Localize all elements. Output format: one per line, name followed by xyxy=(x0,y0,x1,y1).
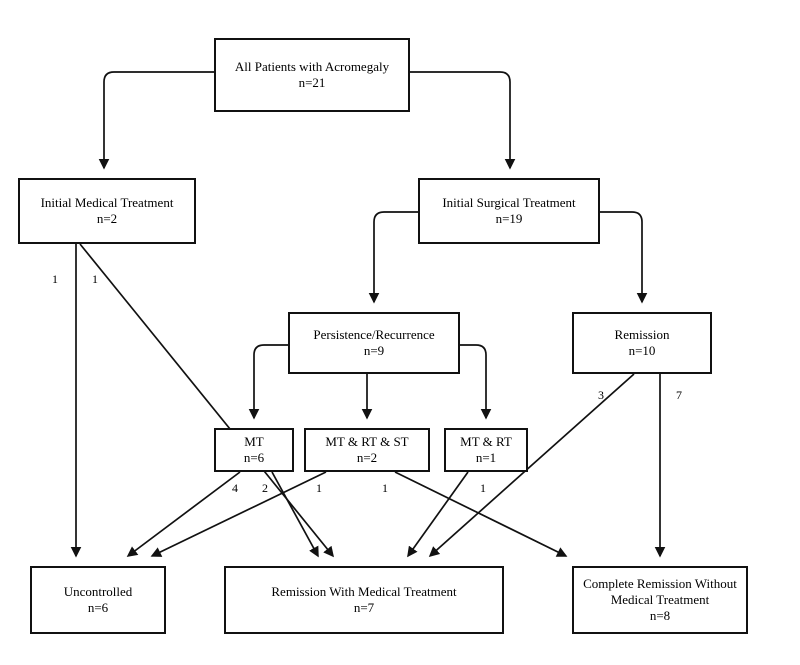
node-label: Remission With Medical Treatment xyxy=(271,583,457,599)
node-label: MT & RT & ST xyxy=(325,433,409,449)
edge-mt-to-remissionmedical xyxy=(271,471,319,558)
node-count: n=7 xyxy=(353,600,375,615)
edge-label-mtrtst-uncontrolled: 1 xyxy=(316,481,322,495)
edge-label-initialmedical-remissionmedical: 1 xyxy=(92,272,98,286)
node-label: Initial Surgical Treatment xyxy=(442,194,576,210)
node-label: MT xyxy=(244,433,264,449)
node-label-line2: Medical Treatment xyxy=(610,591,710,607)
node-complete-remission-without-medical-treatment[interactable]: Complete Remission Without Medical Treat… xyxy=(572,566,748,634)
node-count: n=8 xyxy=(649,608,671,624)
edge-mtrtst-to-completeremission xyxy=(394,471,568,557)
node-count: n=6 xyxy=(87,600,109,615)
node-mt-rt[interactable]: MT & RT n=1 xyxy=(444,428,528,472)
edge-surgical-to-persistence xyxy=(368,211,418,304)
node-uncontrolled[interactable]: Uncontrolled n=6 xyxy=(30,566,166,634)
node-label: Uncontrolled xyxy=(63,583,133,599)
node-count: n=6 xyxy=(243,450,265,465)
node-label: Initial Medical Treatment xyxy=(40,194,174,210)
edge-label-initialmedical-uncontrolled: 1 xyxy=(52,272,58,286)
node-count: n=2 xyxy=(96,211,118,226)
node-count: n=19 xyxy=(495,211,523,226)
edge-mt-to-uncontrolled xyxy=(126,471,241,557)
node-count: n=10 xyxy=(628,343,656,358)
node-persistence-recurrence[interactable]: Persistence/Recurrence n=9 xyxy=(288,312,460,374)
node-label: MT & RT xyxy=(460,433,512,449)
node-count: n=2 xyxy=(356,450,378,465)
node-label: All Patients with Acromegaly xyxy=(234,58,390,74)
node-remission-with-medical-treatment[interactable]: Remission With Medical Treatment n=7 xyxy=(224,566,504,634)
node-initial-medical-treatment[interactable]: Initial Medical Treatment n=2 xyxy=(18,178,196,244)
node-mt-rt-st[interactable]: MT & RT & ST n=2 xyxy=(304,428,430,472)
edge-label-mtrt-remissionmedical: 1 xyxy=(480,481,486,495)
edge-mtrt-to-remissionmedical xyxy=(407,471,469,558)
edge-initialmedical-to-remissionmedical xyxy=(79,243,334,558)
node-label: Persistence/Recurrence xyxy=(313,326,435,342)
edge-all-to-initial-medical xyxy=(98,71,214,170)
edge-surgical-to-remission xyxy=(600,211,648,304)
edge-mtrtst-to-uncontrolled xyxy=(150,471,327,557)
node-mt[interactable]: MT n=6 xyxy=(214,428,294,472)
edge-label-remission-completeremission: 7 xyxy=(676,388,682,402)
edge-label-mt-uncontrolled: 4 xyxy=(232,481,238,495)
edge-all-to-initial-surgical xyxy=(410,71,516,170)
node-all-patients[interactable]: All Patients with Acromegaly n=21 xyxy=(214,38,410,112)
edge-persistence-to-mt xyxy=(248,344,288,420)
node-count: n=9 xyxy=(363,343,385,358)
node-label-line1: Complete Remission Without xyxy=(583,575,737,591)
edge-persistence-to-mtrt xyxy=(460,344,492,420)
edge-label-mtrtst-completeremission: 1 xyxy=(382,481,388,495)
edge-label-mt-remissionmedical: 2 xyxy=(262,481,268,495)
node-remission[interactable]: Remission n=10 xyxy=(572,312,712,374)
node-initial-surgical-treatment[interactable]: Initial Surgical Treatment n=19 xyxy=(418,178,600,244)
node-count: n=21 xyxy=(298,75,326,90)
edge-label-remission-remissionmedical: 3 xyxy=(598,388,604,402)
edge-remission-to-remissionmedical xyxy=(428,373,635,558)
node-count: n=1 xyxy=(475,450,497,465)
node-label: Remission xyxy=(614,326,670,342)
